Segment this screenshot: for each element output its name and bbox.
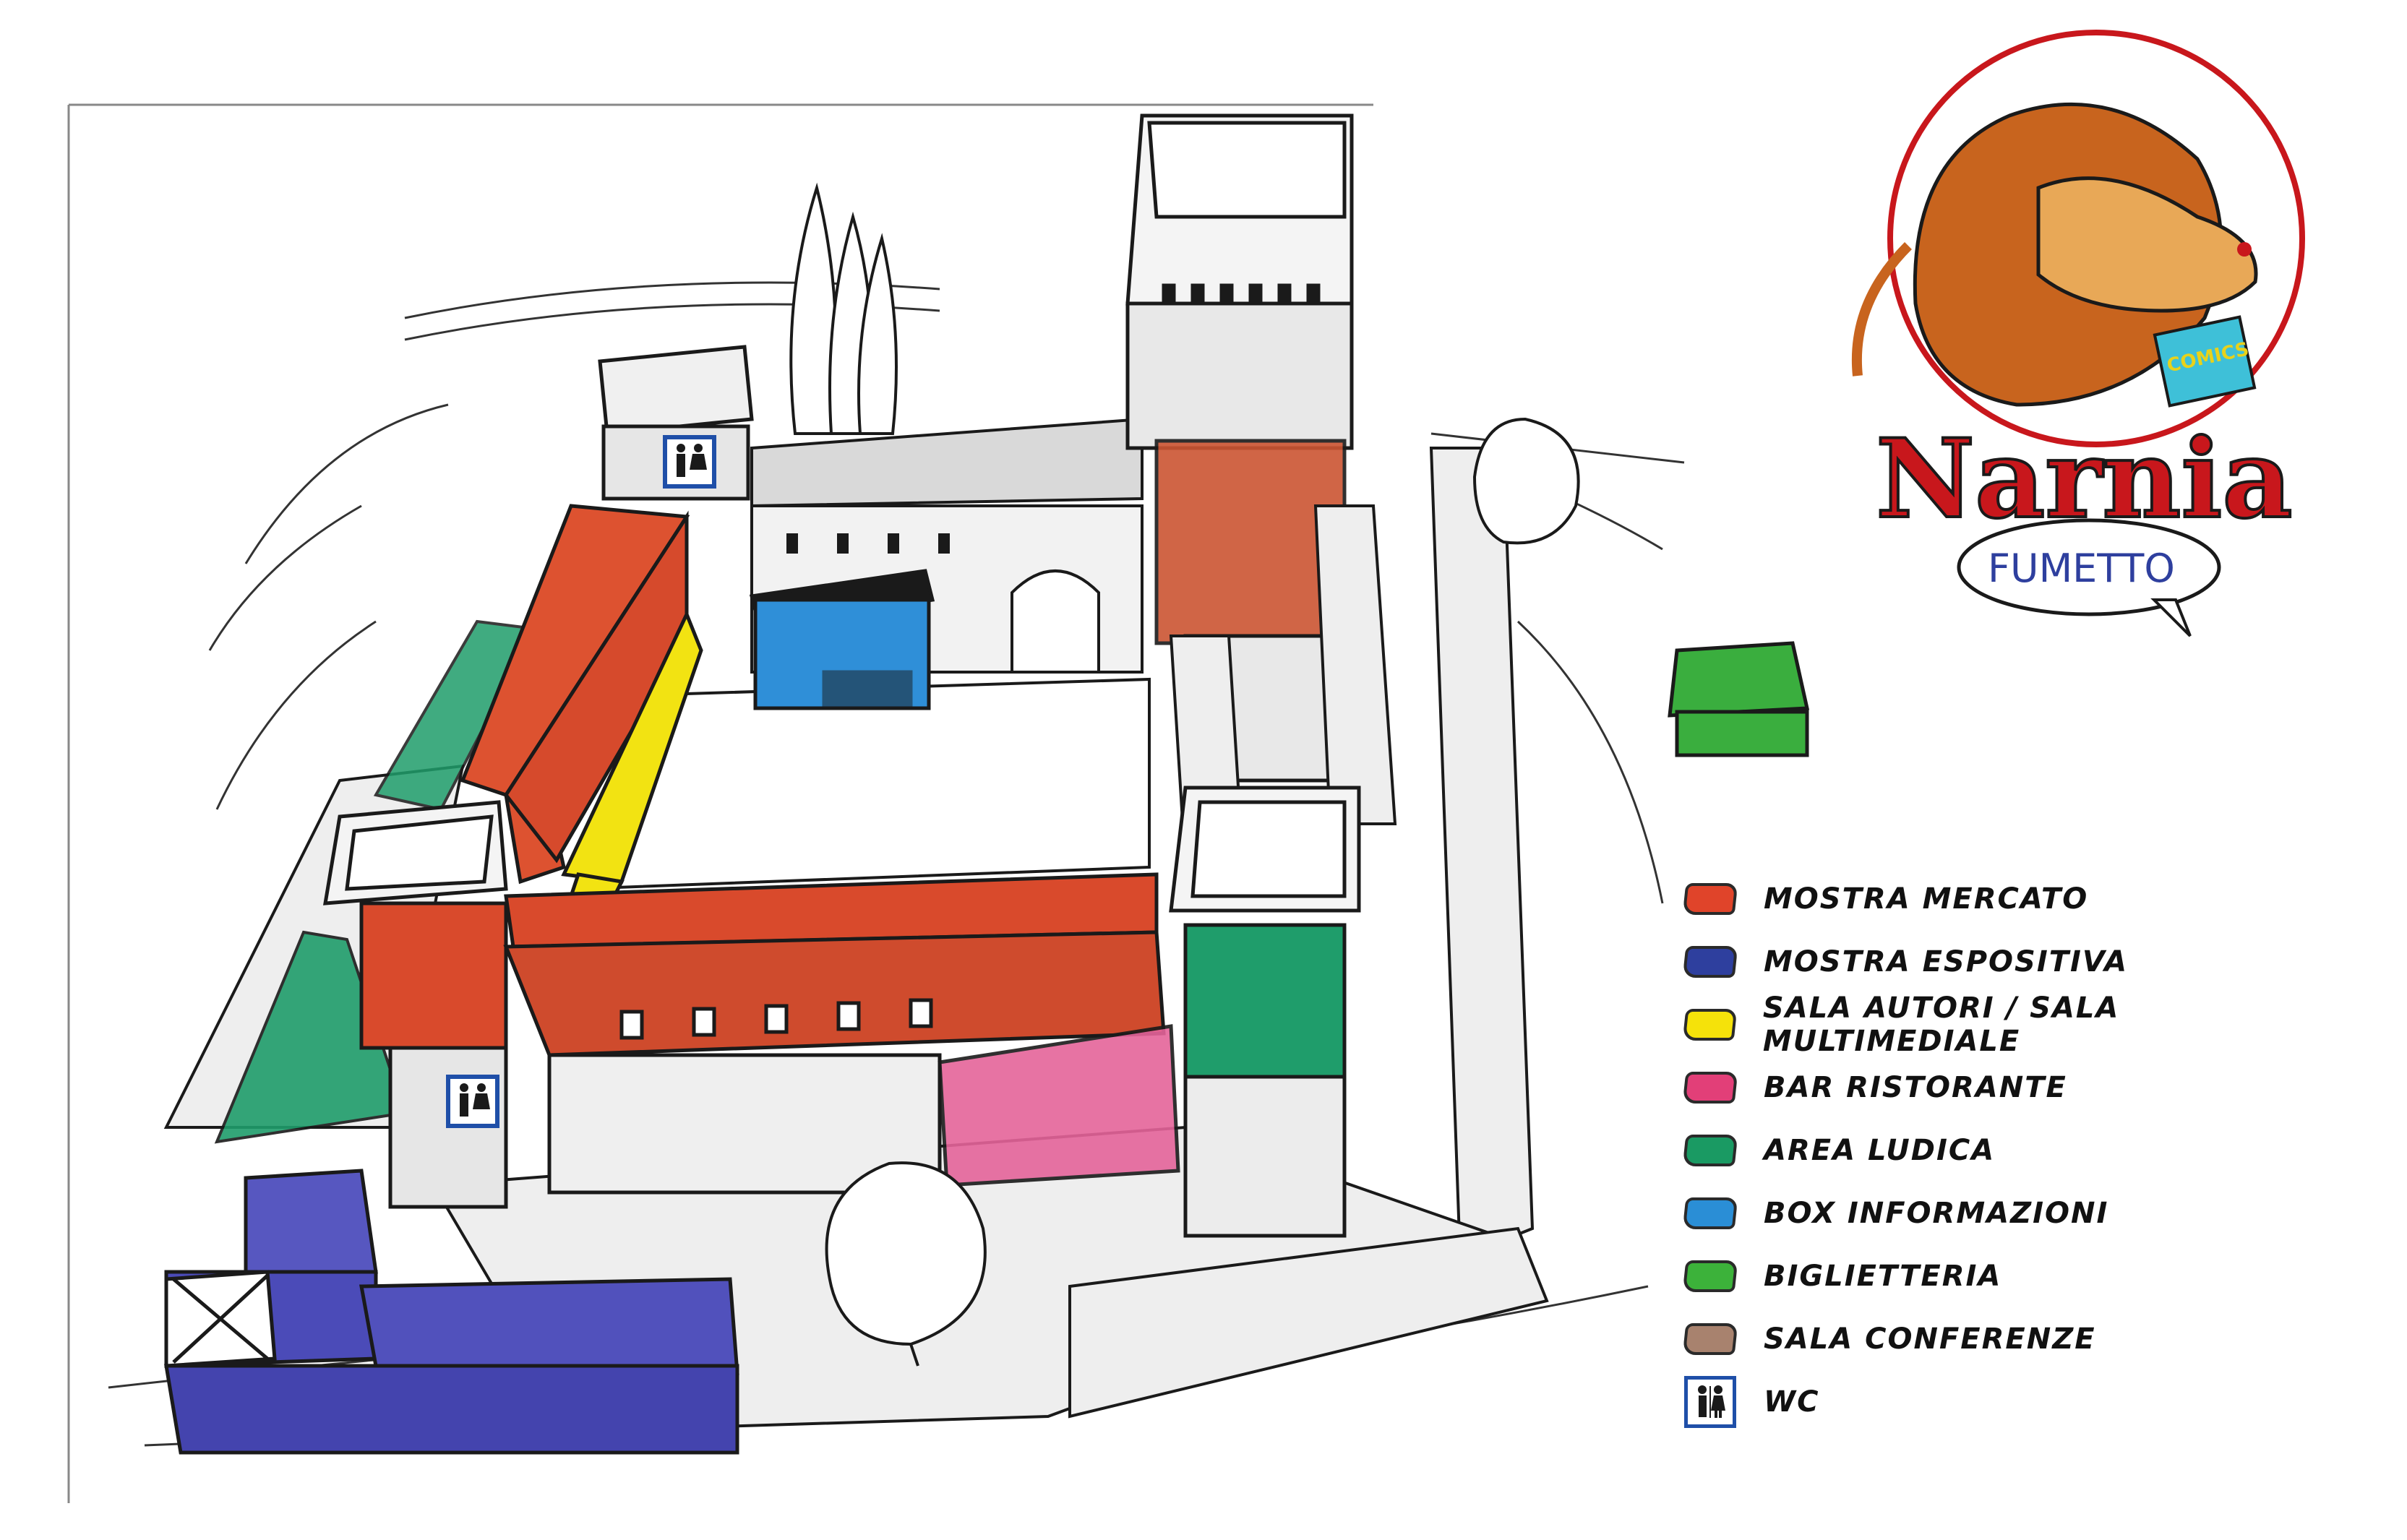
wc-marker-south <box>446 1075 499 1128</box>
legend-label: MOSTRA ESPOSITIVA <box>1764 945 2129 978</box>
legend: MOSTRA MERCATO MOSTRA ESPOSITIVA SALA AU… <box>1682 867 2378 1433</box>
west-wing <box>460 345 754 898</box>
legend-item-mostra-espositiva: MOSTRA ESPOSITIVA <box>1682 930 2378 993</box>
lion-face <box>2036 176 2258 313</box>
legend-item-area-ludica: AREA LUDICA <box>1682 1119 2378 1182</box>
lion-nose <box>2237 242 2252 257</box>
legend-swatch <box>1682 1134 1738 1166</box>
narnia-fumetto-logo: COMICS Narnia FUMETTO <box>1851 30 2305 637</box>
legend-item-bar-ristorante: BAR RISTORANTE <box>1682 1056 2378 1119</box>
box-informazioni-building <box>749 569 935 710</box>
legend-label: BOX INFORMAZIONI <box>1764 1196 2109 1230</box>
legend-item-biglietteria: BIGLIETTERIA <box>1682 1244 2378 1307</box>
biglietteria-tent <box>1668 641 1810 757</box>
wc-marker-north <box>663 435 716 489</box>
main-tower <box>1125 113 1354 783</box>
legend-swatch <box>1682 1071 1738 1104</box>
wc-icon <box>1684 1375 1736 1428</box>
legend-label: BIGLIETTERIA <box>1764 1259 2002 1293</box>
legend-swatch <box>1682 1260 1738 1292</box>
legend-item-sala-conferenze: SALA CONFERENZE <box>1682 1307 2378 1370</box>
legend-item-mostra-mercato: MOSTRA MERCATO <box>1682 867 2378 930</box>
legend-label: SALA CONFERENZE <box>1764 1322 2096 1356</box>
speech-bubble <box>1957 518 2221 616</box>
map-frame <box>67 103 1373 1503</box>
lion-tail <box>1851 242 1912 377</box>
legend-label: MOSTRA MERCATO <box>1764 882 2089 916</box>
bar-ristorante-building <box>938 1024 1180 1187</box>
south-wing <box>503 872 1166 1195</box>
trees <box>825 417 1580 1367</box>
legend-swatch <box>1682 1322 1738 1355</box>
mostra-espositiva-building <box>164 1169 739 1455</box>
legend-label: WC <box>1764 1385 1820 1419</box>
southeast-tower <box>1169 786 1361 1238</box>
legend-label: BAR RISTORANTE <box>1764 1070 2067 1104</box>
legend-swatch <box>1682 1197 1738 1229</box>
legend-swatch <box>1682 945 1738 978</box>
legend-swatch <box>1682 1008 1738 1041</box>
legend-item-sala-autori: SALA AUTORI / SALA MULTIMEDIALE <box>1682 991 2378 1058</box>
logo-subtitle: FUMETTO <box>1988 546 2175 591</box>
comic-book <box>2153 315 2257 408</box>
legend-label: AREA LUDICA <box>1764 1133 1996 1167</box>
legend-label: SALA AUTORI / SALA MULTIMEDIALE <box>1762 991 2120 1058</box>
legend-item-wc: WC <box>1684 1370 2378 1433</box>
legend-swatch <box>1682 882 1738 915</box>
cypress-trees <box>789 182 898 435</box>
legend-item-box-informazioni: BOX INFORMAZIONI <box>1682 1182 2378 1244</box>
